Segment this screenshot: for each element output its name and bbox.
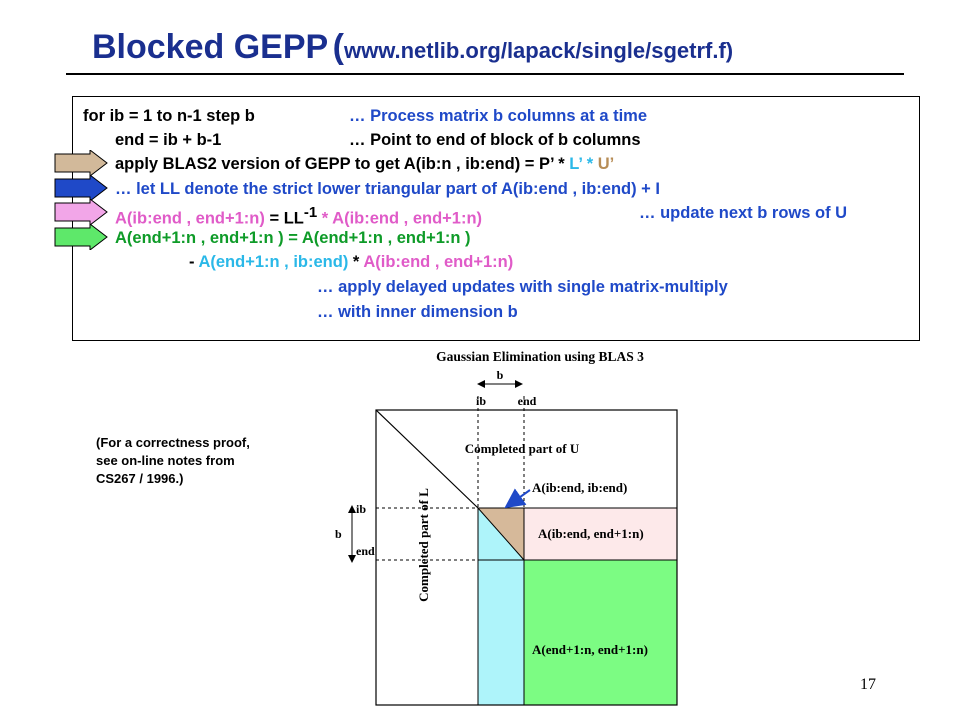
title-underline	[66, 73, 904, 75]
label-completed-u: Completed part of U	[465, 441, 580, 456]
code-line-5-rhs: * A(ib:end , end+1:n)	[317, 209, 483, 228]
code-line-5-comment: … update next b rows of U	[639, 204, 848, 222]
code-line-3: apply BLAS2 version of GEPP to get A(ib:…	[115, 154, 614, 174]
code-line-3-U: U’	[597, 155, 615, 173]
blue-arrow-icon	[54, 175, 108, 201]
note-line-2: see on-line notes from	[96, 453, 235, 468]
code-line-5-lhs: A(ib:end , end+1:n)	[115, 209, 270, 228]
note-line-3: CS267 / 1996.)	[96, 471, 184, 486]
b-label-left: b	[335, 527, 342, 541]
title-paren-close: )	[725, 38, 734, 63]
code-line-4: … let LL denote the strict lower triangu…	[115, 180, 660, 198]
end-label-left: end	[356, 544, 375, 558]
code-line-1-comment: … Process matrix b columns at a time	[349, 107, 648, 125]
title-main: Blocked GEPP	[92, 28, 329, 66]
code-line-9: … with inner dimension b	[317, 303, 518, 321]
code-line-5: A(ib:end , end+1:n) = LL-1 * A(ib:end , …	[115, 203, 482, 229]
pink-arrow-icon	[54, 199, 108, 225]
green-arrow-icon	[54, 224, 108, 250]
code-line-1: for ib = 1 to n-1 step b	[83, 106, 255, 126]
note-line-1: (For a correctness proof,	[96, 435, 250, 450]
label-trailing: A(end+1:n, end+1:n)	[532, 642, 648, 657]
pointer-arrow	[504, 488, 531, 509]
code-line-6: A(end+1:n , end+1:n ) = A(end+1:n , end+…	[115, 229, 471, 247]
code-line-3-stmt: apply BLAS2 version of GEPP to get A(ib:…	[115, 155, 570, 173]
code-line-3-L: L’	[569, 155, 583, 173]
title-url: www.netlib.org/lapack/single/sgetrf.f	[343, 38, 726, 63]
end-label-top: end	[518, 394, 537, 408]
diagram-title: Gaussian Elimination using BLAS 3	[436, 349, 644, 364]
ib-label-left: ib	[356, 502, 366, 516]
label-completed-l: Completed part of L	[416, 488, 431, 602]
matrix-outline	[375, 409, 678, 706]
code-box: for ib = 1 to n-1 step b … Process matri…	[72, 96, 920, 341]
code-line-5-LL: = LL	[269, 209, 304, 228]
page-number: 17	[860, 676, 876, 693]
code-line-7-Upart: A(ib:end , end+1:n)	[363, 253, 514, 271]
code-line-7-times: *	[348, 253, 364, 271]
ib-label-top: ib	[476, 394, 486, 408]
slide-title: Blocked GEPP (www.netlib.org/lapack/sing…	[92, 28, 733, 67]
code-line-5-sup: -1	[303, 204, 318, 221]
code-line-2-comment: … Point to end of block of b columns	[349, 131, 641, 149]
code-line-7-Lpart: A(end+1:n , ib:end)	[198, 253, 349, 271]
block-l-below	[478, 560, 524, 705]
code-line-8: … apply delayed updates with single matr…	[317, 278, 728, 296]
code-line-1-stmt: for ib = 1 to n-1 step b	[83, 107, 255, 125]
b-label-top: b	[497, 368, 504, 382]
tan-arrow-icon	[54, 150, 108, 176]
code-line-2-stmt: end = ib + b-1	[115, 131, 222, 149]
label-block-diag: A(ib:end, ib:end)	[532, 480, 627, 495]
code-line-7-minus: -	[189, 253, 199, 271]
block-trailing	[524, 560, 677, 705]
block-row-u	[524, 508, 677, 560]
label-block-row: A(ib:end, end+1:n)	[538, 526, 644, 541]
main-diagonal	[375, 409, 479, 509]
code-line-3-times: *	[582, 155, 598, 173]
title-paren-open: (	[332, 28, 344, 66]
code-line-7: - A(end+1:n , ib:end) * A(ib:end , end+1…	[189, 252, 513, 272]
correctness-note: (For a correctness proof, see on-line no…	[96, 434, 250, 488]
